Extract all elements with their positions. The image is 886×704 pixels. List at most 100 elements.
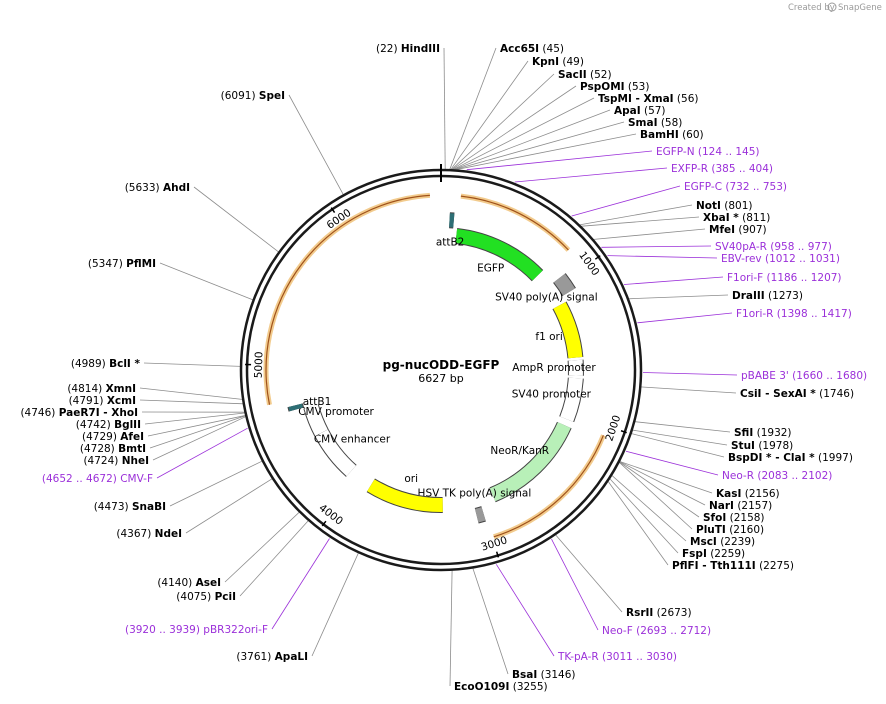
feature-hsv-tk-poly-a-signal	[474, 507, 486, 523]
leader	[495, 564, 555, 657]
leader	[451, 109, 611, 171]
leader	[611, 474, 687, 542]
feature-label: SV40 promoter	[512, 388, 592, 400]
leader	[592, 228, 706, 240]
primer-f1ori-r: F1ori-R (1398 .. 1417)	[736, 308, 852, 320]
primer-neo-f: Neo-F (2693 .. 2712)	[602, 625, 711, 637]
site-fspi: FspI (2259)	[682, 548, 745, 560]
leader	[450, 73, 555, 171]
leader	[618, 461, 700, 518]
site-csii: CsiI - SexAI * (1746)	[740, 388, 854, 400]
feature-label: attB2	[436, 236, 465, 248]
site-bglii: (4742) BglII	[76, 419, 141, 431]
orange-arc-line	[493, 435, 604, 538]
feature-cmv-promoter	[304, 404, 328, 437]
feature-neor-kanr	[489, 422, 571, 502]
site-rsrii: RsrII (2673)	[626, 607, 692, 619]
site-xcmi: (4791) XcmI	[69, 395, 136, 407]
feature-sv40-promoter	[560, 377, 583, 422]
leader	[580, 216, 700, 227]
leader	[618, 460, 706, 506]
primer-pbabe-3-: pBABE 3' (1660 .. 1680)	[741, 370, 867, 382]
site-pflmi: (5347) PflMI	[88, 258, 156, 270]
primer-sv40pa-r: SV40pA-R (958 .. 977)	[715, 241, 832, 253]
orange-arc	[263, 192, 431, 406]
primer-egfp-n: EGFP-N (124 .. 145)	[656, 146, 760, 158]
site-labels: Acc65I (45)KpnI (49)SacII (52)PspOMI (53…	[20, 43, 867, 693]
site-stui: StuI (1978)	[731, 440, 793, 452]
leader	[169, 460, 263, 507]
site-asei: (4140) AseI	[157, 577, 221, 589]
site-bspdi-: BspDI * - ClaI * (1997)	[728, 452, 853, 464]
leader	[623, 276, 724, 285]
tick-label: 2000	[603, 414, 623, 443]
center-label: pg-nucODD-EGFP 6627 bp	[383, 358, 500, 385]
leader	[607, 480, 669, 566]
site-ecoo109i: EcoO109I (3255)	[454, 681, 548, 693]
leader	[578, 204, 693, 226]
site-top: KpnI (49)	[532, 56, 584, 68]
site-bsai: BsaI (3146)	[512, 669, 576, 681]
leader	[637, 312, 733, 324]
leader	[601, 245, 712, 248]
site-top: TspMI - XmaI (56)	[598, 93, 699, 105]
feature-label: CMV promoter	[298, 406, 374, 418]
site-ndei: (4367) NdeI	[116, 528, 182, 540]
snapgene-logo-icon	[827, 2, 837, 12]
leader	[185, 477, 274, 534]
plasmid-name: pg-nucODD-EGFP	[383, 358, 500, 372]
leader	[224, 511, 301, 583]
tick-label: 5000	[253, 351, 266, 378]
primer-f1ori-f: F1ori-F (1186 .. 1207)	[727, 272, 842, 284]
leader	[149, 415, 247, 449]
site-noti: NotI (801)	[696, 200, 753, 212]
primer-cmv-f: (4652 .. 4672) CMV-F	[42, 473, 153, 485]
leader	[625, 450, 719, 476]
tick-mark	[620, 430, 627, 434]
leader	[147, 414, 247, 437]
site-bmti: (4728) BmtI	[80, 443, 146, 455]
site-top: Acc65I (45)	[500, 43, 564, 55]
leader	[551, 538, 599, 631]
site-paer7i: (4746) PaeR7I - XhoI	[20, 407, 138, 419]
credit-brand: SnapGene	[838, 3, 882, 13]
tick-mark	[321, 520, 327, 527]
leader	[143, 362, 242, 367]
site-nari: NarI (2157)	[709, 500, 772, 512]
site-pflfi: PflFI - Tth111I (2275)	[672, 560, 794, 572]
leader	[311, 552, 360, 657]
leader	[288, 94, 345, 196]
leader	[139, 399, 244, 405]
leader	[152, 415, 247, 461]
site-snabi: (4473) SnaBI	[94, 501, 166, 513]
leader	[642, 372, 738, 376]
leader	[239, 519, 310, 597]
site-top: SacII (52)	[558, 69, 612, 81]
site-top: ApaI (57)	[614, 105, 666, 117]
leader	[466, 150, 653, 171]
primer-ebv-rev: EBV-rev (1012 .. 1031)	[721, 253, 840, 265]
site-msci: MscI (2239)	[690, 536, 755, 548]
credit-text: Created by	[788, 3, 835, 13]
leader	[627, 294, 729, 300]
primer-egfp-c: EGFP-C (732 .. 753)	[684, 181, 787, 193]
leader	[631, 429, 728, 446]
feature-label: NeoR/KanR	[490, 445, 549, 457]
feature-sv40-poly-a-signal	[553, 273, 576, 296]
leader	[451, 121, 625, 171]
site-top: SmaI (58)	[628, 117, 682, 129]
primer-exfp-r: EXFP-R (385 .. 404)	[671, 163, 773, 175]
leader	[159, 262, 254, 301]
leader	[449, 60, 529, 171]
tick-mark	[495, 551, 500, 558]
site-sfoi: SfoI (2158)	[703, 512, 765, 524]
leader	[449, 569, 453, 687]
primer-neo-r: Neo-R (2083 .. 2102)	[722, 470, 832, 482]
leader	[451, 97, 595, 171]
site-apali: (3761) ApaLI	[236, 651, 308, 663]
feature-label: f1 ori	[535, 331, 562, 343]
site-xmni: (4814) XmnI	[67, 383, 136, 395]
site-mfei: MfeI (907)	[709, 224, 767, 236]
